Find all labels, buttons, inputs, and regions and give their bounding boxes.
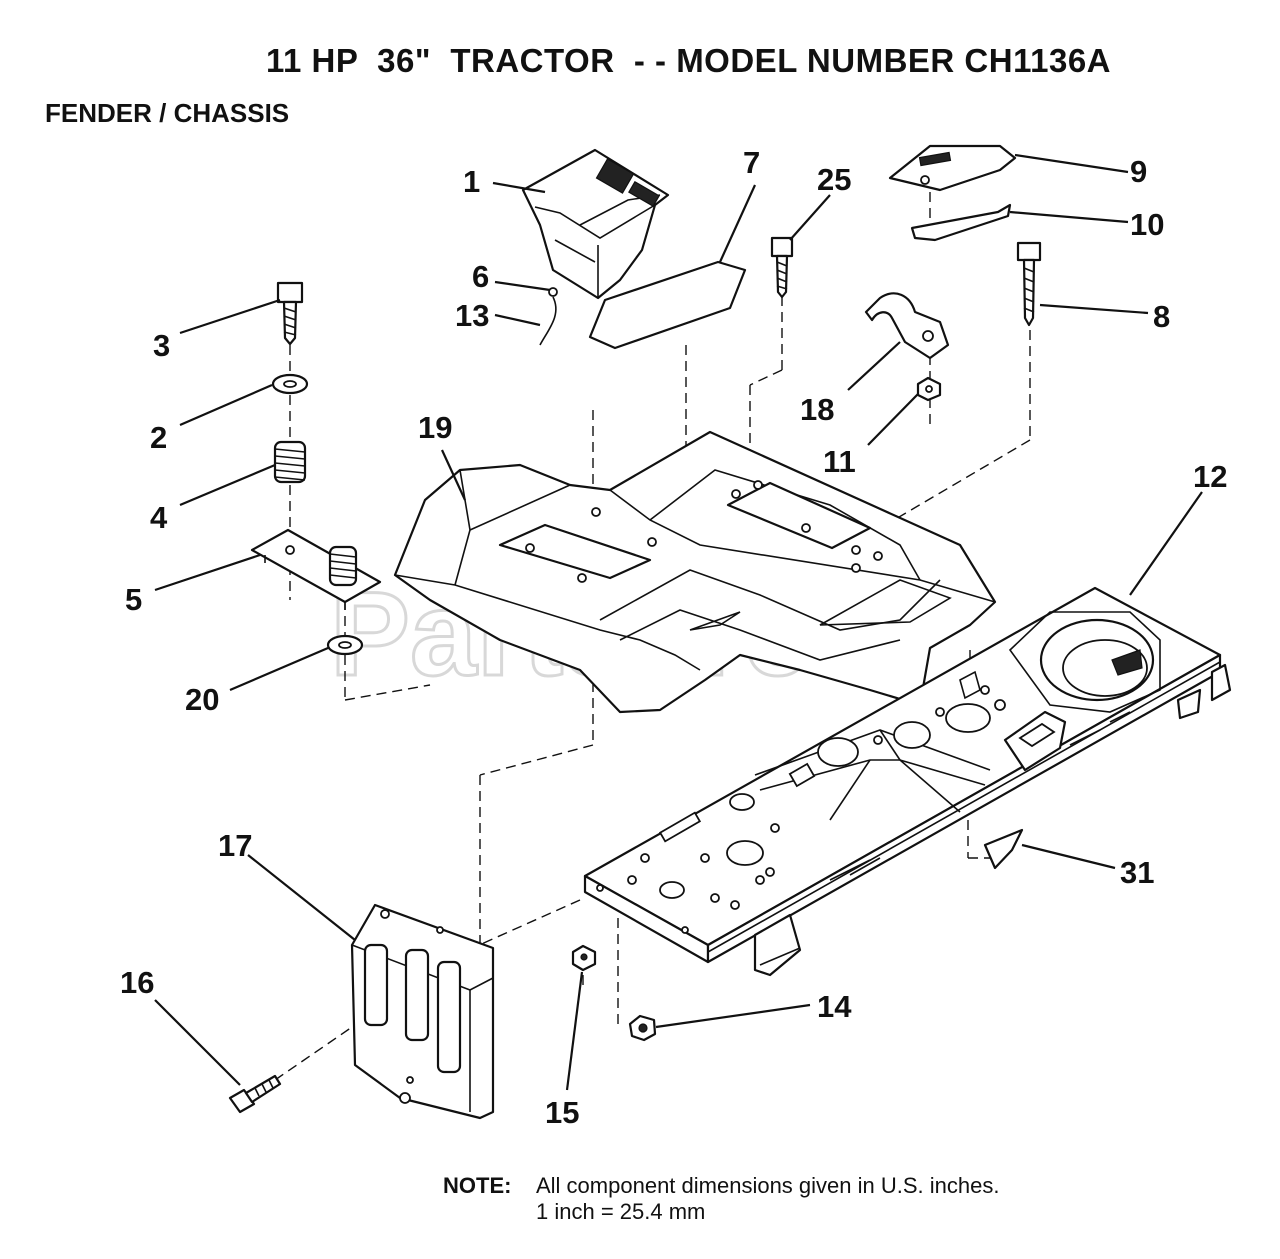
note-label: NOTE:: [443, 1173, 512, 1198]
callout-31: 31: [1120, 855, 1154, 890]
part-8-bolt: [1016, 241, 1042, 327]
callout-10: 10: [1130, 207, 1164, 242]
part-2-washer: [271, 373, 309, 395]
callout-labels: 1 2 3 4 5 6 7 8 9 10 11 12 13 14 15 16 1…: [120, 145, 1227, 1130]
part-13-tube: [539, 296, 557, 346]
callout-12: 12: [1193, 459, 1227, 494]
footnote: NOTE: All component dimensions given in U…: [443, 1173, 999, 1225]
part-5-bracket-plate: [250, 528, 382, 610]
part-6-fitting: [548, 287, 558, 297]
callout-16: 16: [120, 965, 154, 1000]
part-1-console: [521, 148, 670, 300]
callout-3: 3: [153, 328, 170, 363]
part-25-bolt: [770, 236, 794, 299]
note-line-2: 1 inch = 25.4 mm: [536, 1199, 706, 1224]
callout-25: 25: [817, 162, 851, 197]
callout-17: 17: [218, 828, 252, 863]
part-14-nut: [628, 1014, 657, 1042]
part-11-nut: [916, 376, 942, 402]
callout-20: 20: [185, 682, 219, 717]
callout-15: 15: [545, 1095, 579, 1130]
diagram-title: 11 HP 36" TRACTOR - - MODEL NUMBER CH113…: [266, 42, 1112, 79]
part-16-bolt: [228, 1074, 282, 1114]
part-4-spring: [273, 440, 307, 484]
callout-1: 1: [463, 164, 480, 199]
callout-2: 2: [150, 420, 167, 455]
part-10-strip: [910, 203, 1012, 242]
callout-8: 8: [1153, 299, 1170, 334]
callout-18: 18: [800, 392, 834, 427]
part-12-chassis-frame: [583, 586, 1232, 977]
part-3-bolt: [276, 281, 304, 346]
part-17-plate: [350, 903, 495, 1120]
part-7-strip: [588, 260, 747, 350]
callout-7: 7: [743, 145, 760, 180]
note-line-1: All component dimensions given in U.S. i…: [536, 1173, 1000, 1198]
part-20-washer: [326, 634, 364, 656]
part-15-nut: [571, 944, 597, 972]
callout-13: 13: [455, 298, 489, 333]
callout-9: 9: [1130, 154, 1147, 189]
callout-6: 6: [472, 259, 489, 294]
part-18-bracket: [864, 292, 950, 360]
callout-5: 5: [125, 582, 142, 617]
leader-lines: [154, 153, 1203, 1091]
section-subtitle: FENDER / CHASSIS: [45, 98, 290, 128]
callout-14: 14: [817, 989, 852, 1024]
callout-4: 4: [150, 500, 168, 535]
callout-11: 11: [823, 444, 856, 479]
part-19-fender: [393, 430, 997, 714]
part-31-clip: [983, 828, 1024, 870]
callout-19: 19: [418, 410, 452, 445]
part-9-cover-plate: [888, 144, 1017, 192]
